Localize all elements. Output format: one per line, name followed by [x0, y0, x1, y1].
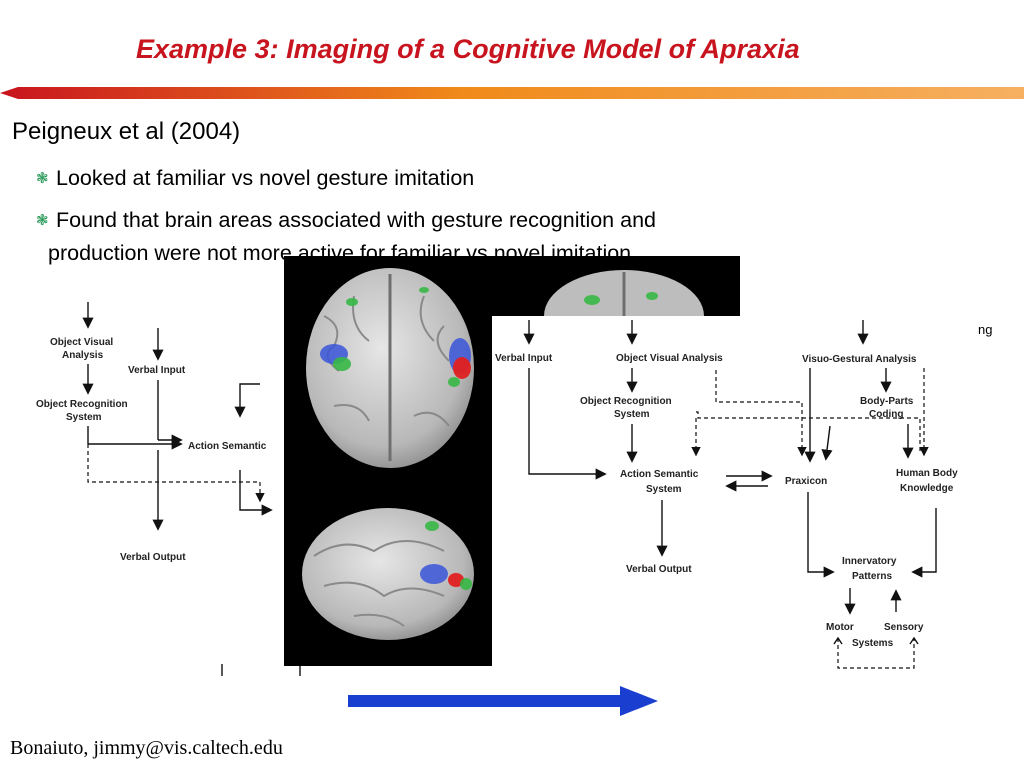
- bullet-text: Looked at familiar vs novel gesture imit…: [56, 166, 475, 190]
- right-label-verbal-output: Verbal Output: [626, 564, 692, 575]
- slide-title: Example 3: Imaging of a Cognitive Model …: [136, 34, 800, 64]
- left-label-verbal-output: Verbal Output: [120, 552, 186, 563]
- right-label-knowledge: Knowledge: [900, 483, 954, 494]
- diagram-fragment-text: ng: [978, 322, 993, 337]
- right-label-body-parts: Body-Parts: [860, 396, 914, 407]
- left-label-verbal-input: Verbal Input: [128, 365, 186, 376]
- title-rule: [0, 87, 1024, 99]
- right-label-sensory: Sensory: [884, 622, 924, 633]
- right-model-diagram: Verbal Input Object Visual Analysis Visu…: [492, 316, 974, 680]
- right-label-action-semantic: Action Semantic: [620, 469, 699, 480]
- brain-posterior-view: [302, 268, 474, 640]
- right-label-verbal-input: Verbal Input: [495, 353, 553, 364]
- right-label-system-2: System: [646, 484, 682, 495]
- right-label-systems: Systems: [852, 638, 894, 649]
- left-label-object-recognition: Object Recognition: [36, 399, 128, 410]
- right-label-system-1: System: [614, 409, 650, 420]
- brain-dorsal-view: [544, 270, 704, 362]
- left-label-analysis: Analysis: [62, 350, 104, 361]
- right-label-coding: Coding: [869, 409, 903, 420]
- left-label-action-semantic: Action Semantic: [188, 441, 267, 452]
- left-model-diagram: Object Visual Analysis Verbal Input Obje…: [36, 302, 301, 676]
- blue-arrow-icon: [348, 686, 658, 716]
- right-label-human-body: Human Body: [896, 468, 958, 479]
- right-label-object-recognition: Object Recognition: [580, 396, 672, 407]
- right-label-object-visual-analysis: Object Visual Analysis: [616, 353, 723, 364]
- brain-image-panel-top-right: [492, 256, 740, 362]
- left-label-object-visual: Object Visual: [50, 337, 113, 348]
- brain-image-panel: [284, 256, 492, 666]
- bullet-icon: ❃: [36, 212, 49, 229]
- bullet-icon: ❃: [36, 170, 49, 187]
- bullet-1: ❃ Looked at familiar vs novel gesture imi…: [36, 162, 474, 195]
- right-label-innervatory: Innervatory: [842, 556, 897, 567]
- right-label-patterns: Patterns: [852, 571, 892, 582]
- slide-heading: Peigneux et al (2004): [12, 118, 241, 145]
- bullet-text: Found that brain areas associated with g…: [56, 208, 656, 232]
- right-label-visuo-gestural: Visuo-Gestural Analysis: [802, 354, 917, 365]
- left-label-system: System: [66, 412, 102, 423]
- right-label-motor: Motor: [826, 622, 854, 633]
- right-label-praxicon: Praxicon: [785, 476, 827, 487]
- slide-footer: Bonaiuto, jimmy@vis.caltech.edu: [10, 737, 283, 759]
- bullet-2: ❃ Found that brain areas associated with …: [36, 204, 656, 237]
